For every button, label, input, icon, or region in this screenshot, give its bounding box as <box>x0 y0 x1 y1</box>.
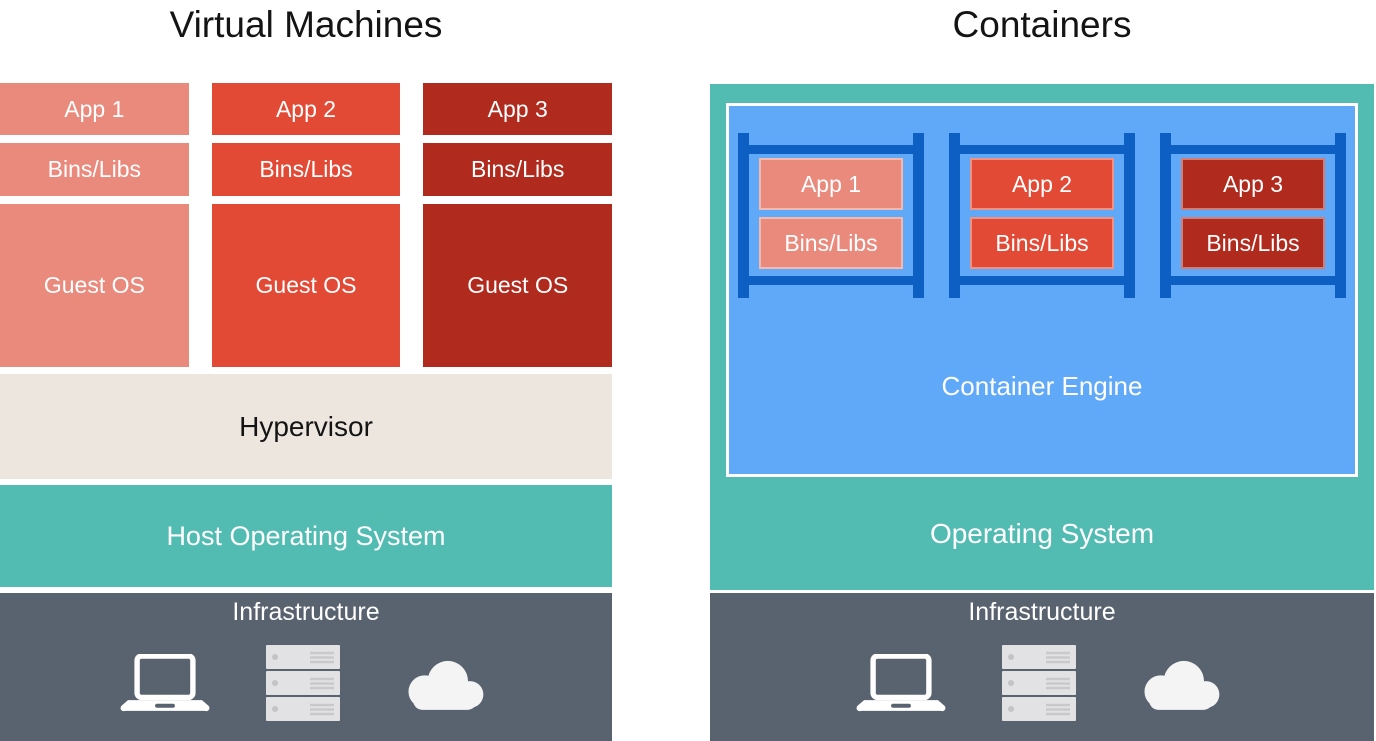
container-engine-box: App 1 Bins/Libs App 2 Bins/Libs <box>726 103 1358 477</box>
container1-app-box: App 1 <box>759 158 903 210</box>
vm2-bins-box: Bins/Libs <box>211 143 401 196</box>
server-icon <box>1002 645 1076 721</box>
vm3-app-box: App 3 <box>423 83 613 135</box>
rack-post <box>738 133 749 298</box>
infrastructure-icons <box>856 625 1228 741</box>
container3-app-box: App 3 <box>1181 158 1325 210</box>
vm-column-2: App 2 Bins/Libs Guest OS <box>211 83 401 367</box>
vm-column-3: App 3 Bins/Libs Guest OS <box>423 83 613 367</box>
container-racks: App 1 Bins/Libs App 2 Bins/Libs <box>738 133 1346 298</box>
vm2-app-box: App 2 <box>211 83 401 135</box>
rack-post <box>1160 133 1171 298</box>
rack-post <box>949 133 960 298</box>
containers-infrastructure-bar: Infrastructure <box>710 593 1374 741</box>
vm-columns: App 1 Bins/Libs Guest OS App 2 Bins/Libs… <box>0 83 613 367</box>
container-rack-3: App 3 Bins/Libs <box>1160 133 1346 298</box>
laptop-icon <box>120 654 210 712</box>
rack-post <box>913 133 924 298</box>
infrastructure-label: Infrastructure <box>968 598 1116 626</box>
vm1-app-box: App 1 <box>0 83 189 135</box>
container-engine-label: Container Engine <box>941 370 1143 401</box>
infrastructure-icons <box>120 625 492 741</box>
containers-title: Containers <box>952 4 1132 45</box>
rack-shelf <box>1171 276 1335 285</box>
operating-system-layer: App 1 Bins/Libs App 2 Bins/Libs <box>710 84 1374 590</box>
rack-post <box>1124 133 1135 298</box>
laptop-icon <box>856 654 946 712</box>
host-os-bar: Host Operating System <box>0 485 612 587</box>
container-rack-1: App 1 Bins/Libs <box>738 133 924 298</box>
server-icon <box>266 645 340 721</box>
vm-title: Virtual Machines <box>169 4 443 45</box>
vm3-bins-box: Bins/Libs <box>423 143 613 196</box>
rack-shelf <box>749 145 913 154</box>
container1-bins-box: Bins/Libs <box>759 217 903 269</box>
vm3-guest-os-box: Guest OS <box>423 204 613 367</box>
cloud-icon <box>1144 660 1220 710</box>
operating-system-label: Operating System <box>929 517 1155 549</box>
hypervisor-bar: Hypervisor <box>0 374 612 479</box>
rack-shelf <box>960 276 1124 285</box>
rack-shelf <box>960 145 1124 154</box>
vm-infrastructure-bar: Infrastructure <box>0 593 612 741</box>
rack-shelf <box>749 276 913 285</box>
containers-panel: Containers App 1 Bins/Libs <box>710 0 1374 741</box>
infrastructure-label: Infrastructure <box>232 598 380 626</box>
cloud-icon <box>408 660 484 710</box>
container3-bins-box: Bins/Libs <box>1181 217 1325 269</box>
rack-shelf <box>1171 145 1335 154</box>
vm1-bins-box: Bins/Libs <box>0 143 189 196</box>
vm2-guest-os-box: Guest OS <box>211 204 401 367</box>
container2-bins-box: Bins/Libs <box>970 217 1114 269</box>
vm1-guest-os-box: Guest OS <box>0 204 189 367</box>
vm-panel: Virtual Machines App 1 Bins/Libs Guest O… <box>0 0 613 741</box>
container2-app-box: App 2 <box>970 158 1114 210</box>
rack-post <box>1335 133 1346 298</box>
container-rack-2: App 2 Bins/Libs <box>949 133 1135 298</box>
vm-column-1: App 1 Bins/Libs Guest OS <box>0 83 189 367</box>
